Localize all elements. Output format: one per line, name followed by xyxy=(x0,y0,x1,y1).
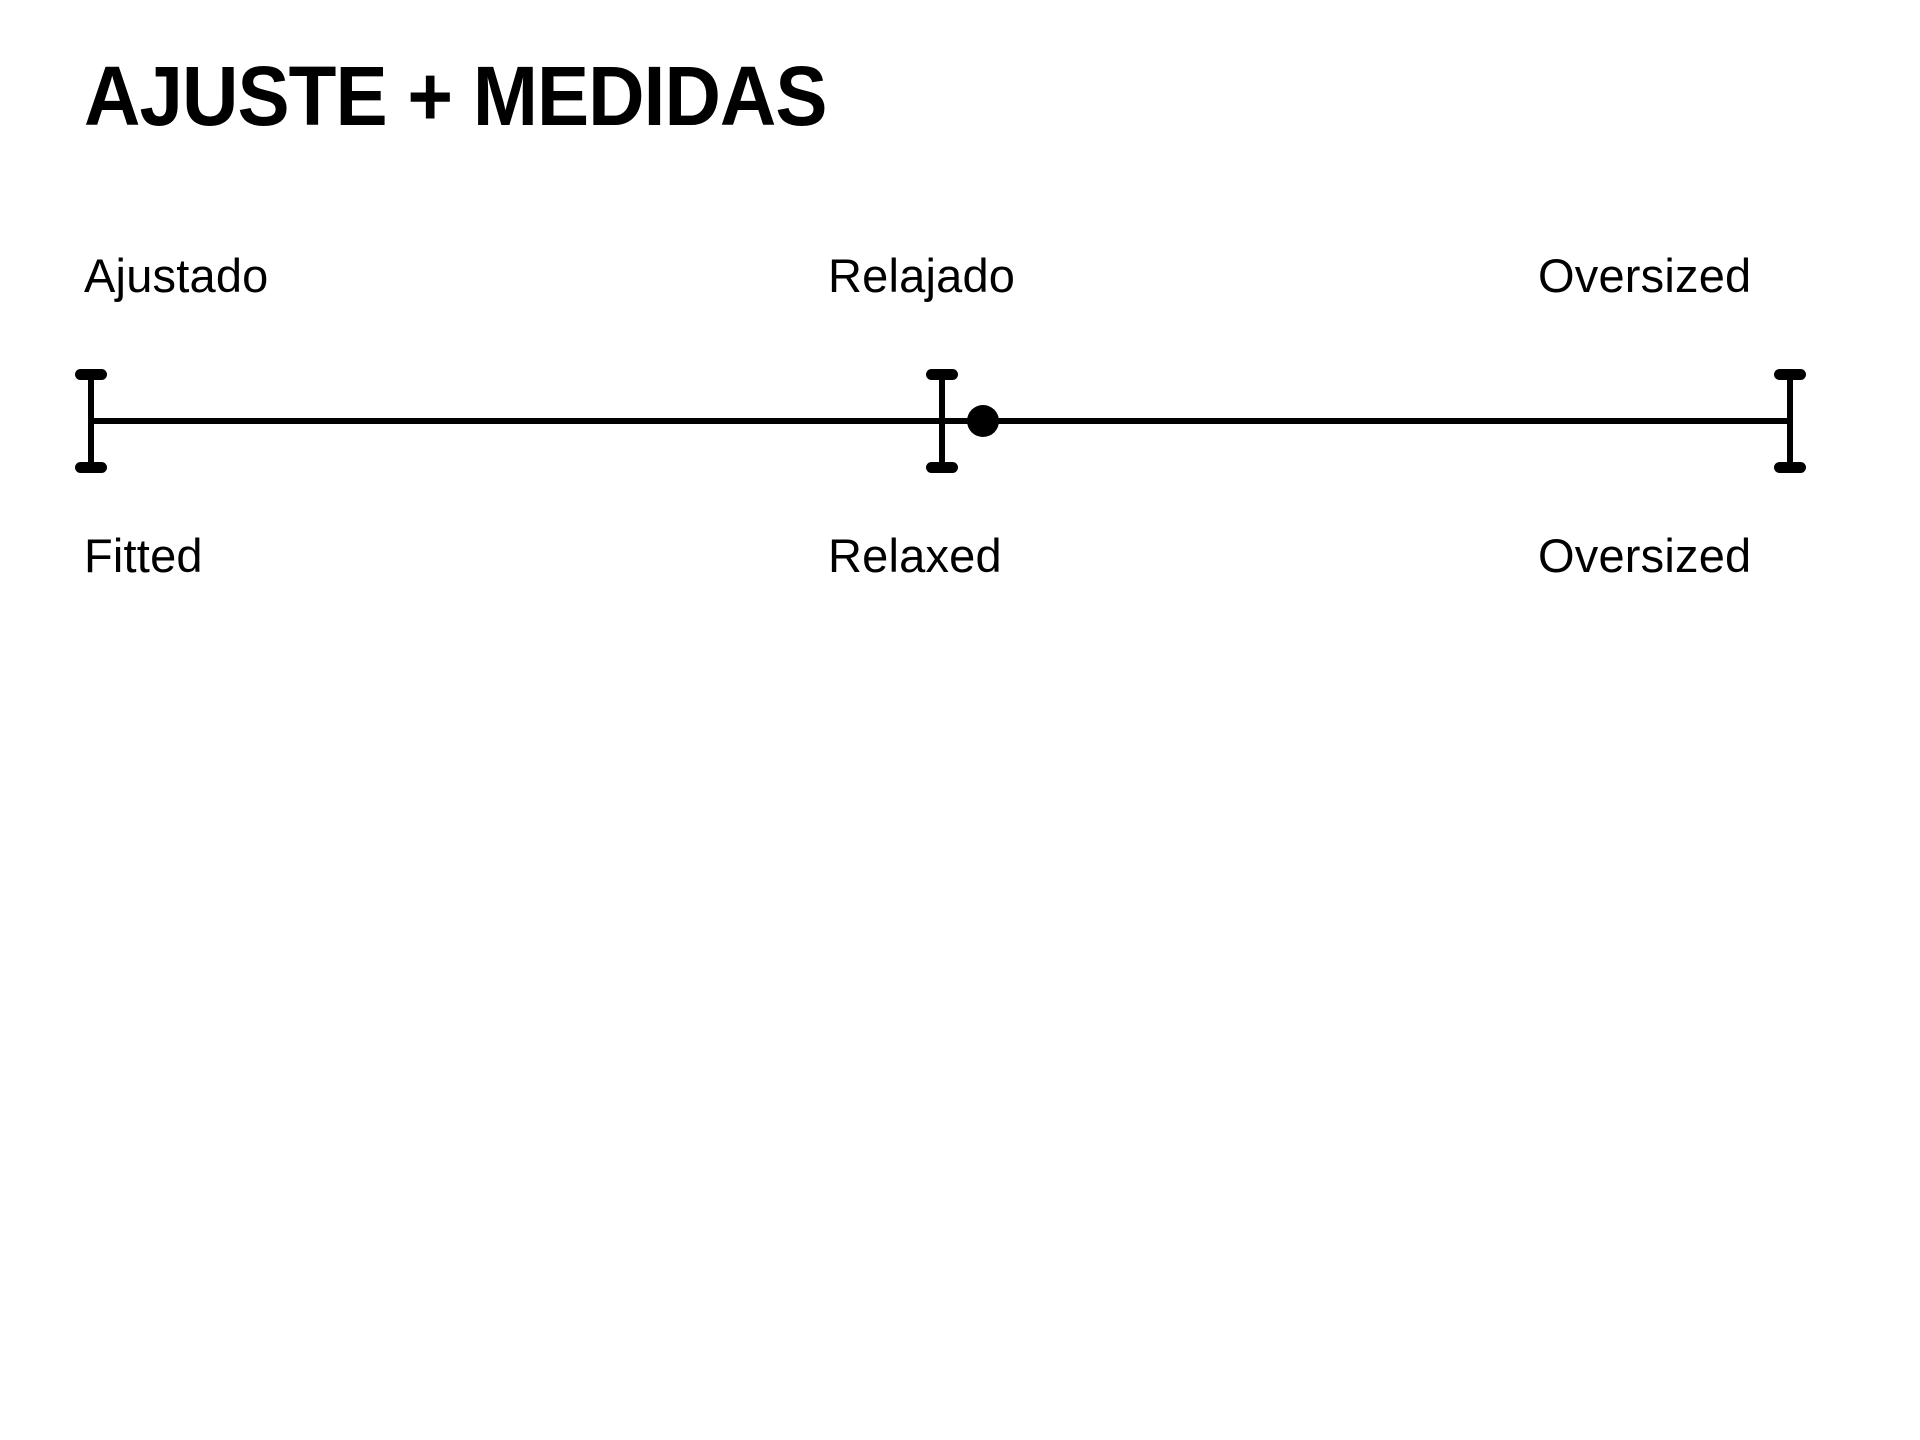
fit-scale-tick-oversized[interactable] xyxy=(1774,369,1806,473)
fit-scale-label-oversized-en: Oversized xyxy=(1538,529,1752,582)
fit-scale-tick-fitted[interactable] xyxy=(75,369,107,473)
fit-scale-tick-relaxed[interactable] xyxy=(926,369,958,473)
fit-scale-labels-spanish: Ajustado Relajado Oversized xyxy=(0,248,1920,308)
page-title: AJUSTE + MEDIDAS xyxy=(84,49,828,143)
tick-cap-bottom xyxy=(1774,462,1806,473)
tick-stem xyxy=(1787,372,1793,470)
fit-scale-value-marker-dot[interactable] xyxy=(967,405,999,437)
tick-stem xyxy=(88,372,94,470)
fit-scale-label-fitted-en: Fitted xyxy=(84,529,203,582)
fit-scale-label-oversized-es: Oversized xyxy=(1538,249,1752,302)
fit-scale-labels-english: Fitted Relaxed Oversized xyxy=(0,528,1920,588)
fit-scale-label-relaxed-en: Relaxed xyxy=(828,529,1002,582)
fit-scale: Ajustado Relajado Oversized Fitted Relax… xyxy=(0,0,1920,620)
fit-scale-label-relaxed-es: Relajado xyxy=(828,249,1016,302)
tick-cap-bottom xyxy=(75,462,107,473)
tick-cap-bottom xyxy=(926,462,958,473)
tick-stem xyxy=(939,372,945,470)
fit-scale-label-fitted-es: Ajustado xyxy=(84,249,269,302)
